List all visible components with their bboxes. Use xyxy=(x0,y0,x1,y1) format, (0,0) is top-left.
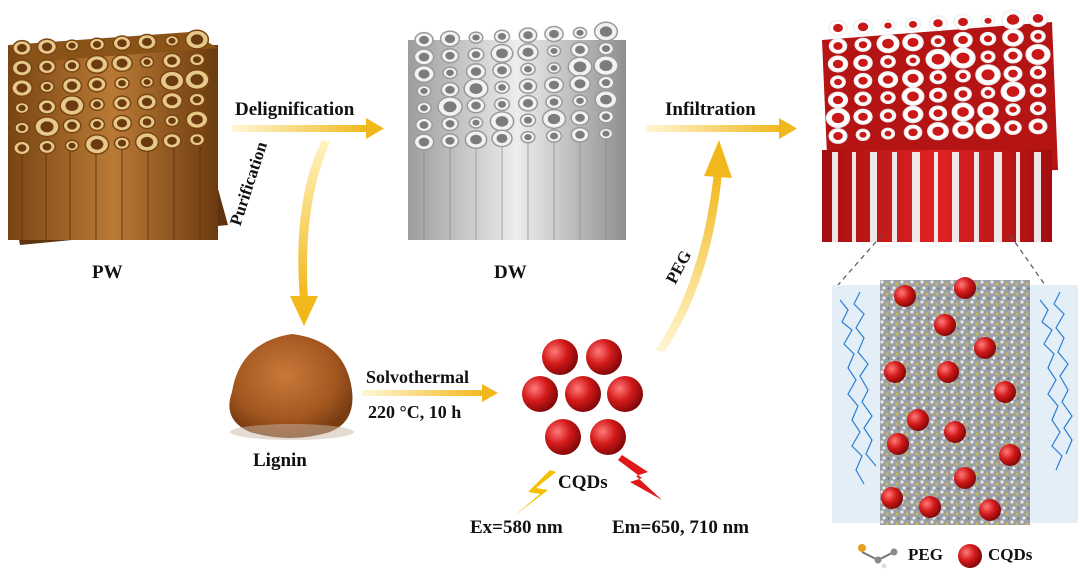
md-cqd-sphere xyxy=(887,433,909,455)
cqd-legend-sphere xyxy=(958,544,982,568)
arrow-infiltration xyxy=(645,118,797,139)
cqds-label: CQDs xyxy=(558,472,608,493)
md-cqd-sphere xyxy=(944,421,966,443)
dw-delignified-wood-block xyxy=(408,21,626,240)
cqd-sphere xyxy=(522,376,558,412)
md-cqd-sphere xyxy=(994,381,1016,403)
zoom-line-left xyxy=(837,234,883,286)
md-cqd-sphere xyxy=(974,337,996,359)
cqd-sphere xyxy=(542,339,578,375)
md-cqd-sphere xyxy=(919,496,941,518)
md-cqd-sphere xyxy=(954,467,976,489)
pw-wood-block xyxy=(8,29,228,245)
pw-label: PW xyxy=(92,262,123,283)
md-cqd-sphere xyxy=(937,361,959,383)
md-cqd-sphere xyxy=(894,285,916,307)
md-cqd-sphere xyxy=(934,314,956,336)
md-cqd-sphere xyxy=(907,409,929,431)
arrow-solvothermal xyxy=(362,384,498,402)
cqd-sphere xyxy=(545,419,581,455)
excitation-lightning-icon xyxy=(514,470,556,516)
excitation-label: Ex=580 nm xyxy=(470,517,563,538)
legend-peg-label: PEG xyxy=(908,545,943,564)
emission-label: Em=650, 710 nm xyxy=(612,517,749,538)
delignification-label: Delignification xyxy=(235,99,355,120)
conditions-label: 220 °C, 10 h xyxy=(368,402,462,422)
arrow-delignification xyxy=(232,118,384,139)
md-cqd-sphere xyxy=(884,361,906,383)
lignin-powder xyxy=(229,334,354,440)
peg-molecule-icon xyxy=(858,544,898,569)
zoom-line-right xyxy=(1009,234,1046,286)
lignin-label: Lignin xyxy=(253,450,307,471)
emission-lightning-icon xyxy=(618,455,662,500)
legend-cqds-label: CQDs xyxy=(988,545,1033,564)
md-cqd-sphere xyxy=(954,277,976,299)
md-simulation-panel xyxy=(832,277,1078,525)
arrow-purification xyxy=(290,140,330,326)
cellulose-chains xyxy=(839,291,1073,485)
cqd-sphere xyxy=(607,376,643,412)
cqd-sphere xyxy=(590,419,626,455)
cqd-sphere xyxy=(565,376,601,412)
solvothermal-label: Solvothermal xyxy=(366,367,469,387)
peg-composite-block xyxy=(822,9,1058,242)
cqd-sphere xyxy=(586,339,622,375)
md-cqd-sphere xyxy=(881,487,903,509)
md-cqd-sphere xyxy=(979,499,1001,521)
infiltration-label: Infiltration xyxy=(665,99,756,120)
md-cqd-sphere xyxy=(999,444,1021,466)
cqd-cluster xyxy=(522,339,643,455)
arrow-peg xyxy=(656,140,732,352)
dw-label: DW xyxy=(494,262,527,283)
